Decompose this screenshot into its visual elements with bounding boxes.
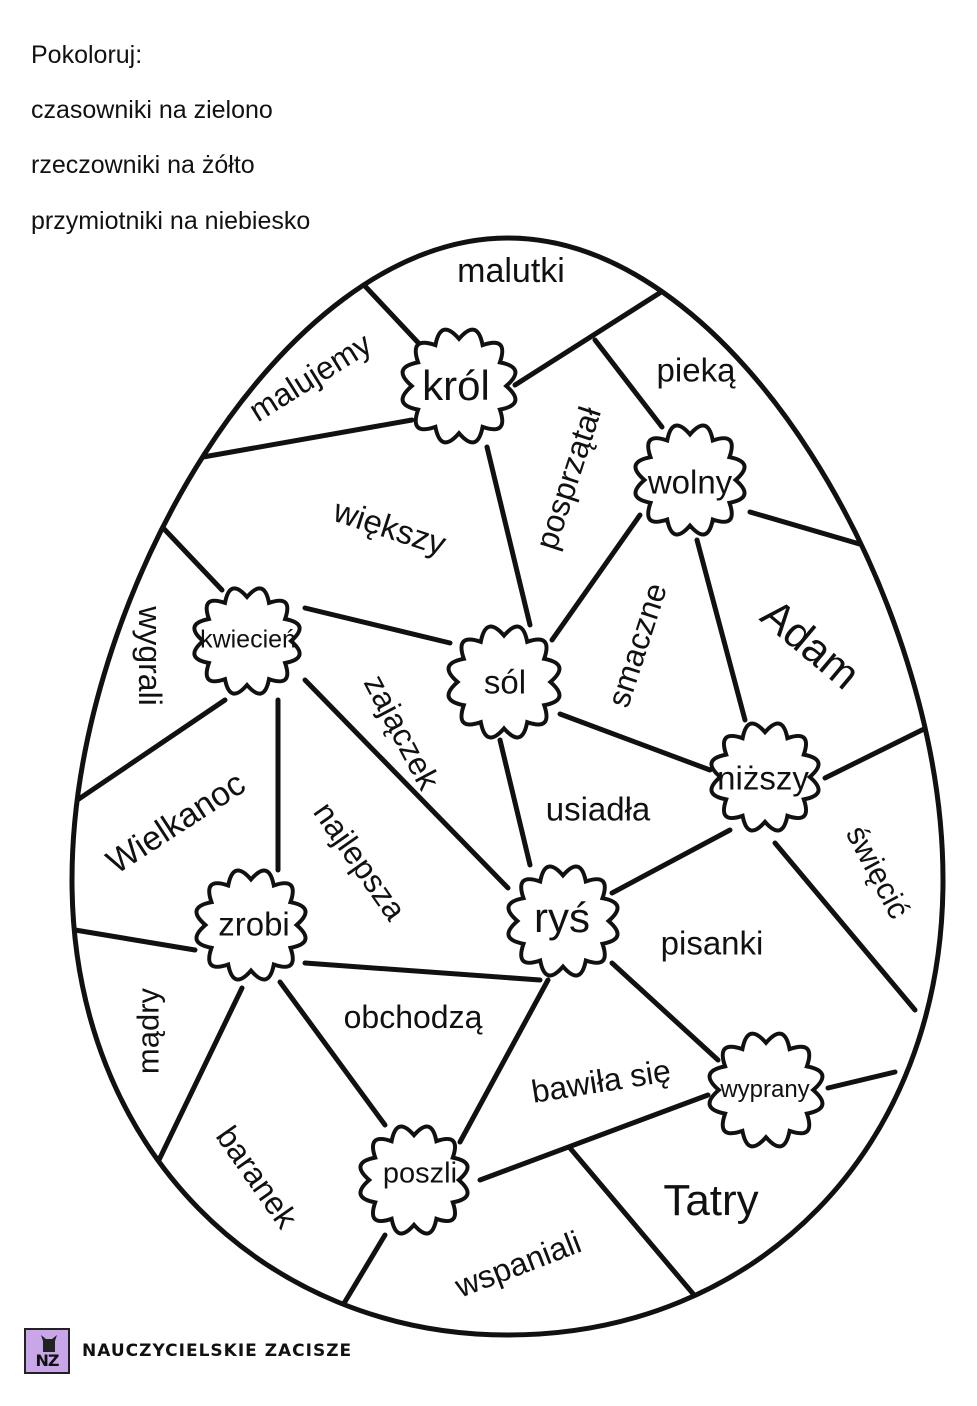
flower-poszli bbox=[358, 1124, 470, 1236]
instruction-adjectives: przymiotniki na niebiesko bbox=[31, 207, 311, 235]
word-tatry: Tatry bbox=[663, 1176, 759, 1225]
instruction-verbs: czasowniki na zielono bbox=[31, 96, 273, 124]
word-sol: sól bbox=[483, 663, 527, 701]
flower-sol bbox=[446, 624, 562, 740]
egg-outline bbox=[69, 235, 946, 1338]
instruction-title: Pokoloruj: bbox=[31, 41, 143, 69]
footer-branding: NZ NAUCZYCIELSKIE ZACISZE bbox=[24, 1327, 352, 1375]
word-nizszy: niższy bbox=[717, 759, 809, 797]
word-wolny: wolny bbox=[647, 463, 733, 501]
word-usiadla: usiadła bbox=[545, 790, 651, 828]
flower-zrobi bbox=[194, 868, 308, 982]
word-pisanki: pisanki bbox=[660, 924, 764, 962]
word-rys: ryś bbox=[534, 894, 590, 941]
word-wyprany: wyprany bbox=[720, 1076, 810, 1103]
flower-kwiecien bbox=[192, 586, 302, 696]
word-krol: król bbox=[422, 362, 490, 409]
flower-rys bbox=[506, 864, 620, 978]
logo: NZ bbox=[24, 1328, 70, 1374]
word-obchodza: obchodzą bbox=[343, 999, 483, 1035]
word-malutki: malutki bbox=[457, 252, 565, 290]
instruction-nouns: rzeczowniki na żółto bbox=[31, 151, 255, 179]
cat-icon bbox=[41, 1335, 57, 1352]
flower-wolny bbox=[633, 423, 747, 537]
word-zrobi: zrobi bbox=[218, 905, 290, 943]
word-poszli: poszli bbox=[382, 1157, 458, 1190]
word-kwiecien: kwiecień bbox=[200, 625, 296, 654]
egg-dividing-lines bbox=[72, 265, 933, 1313]
word-pieka: pieką bbox=[656, 351, 736, 389]
word-madry: mądry bbox=[130, 987, 166, 1075]
logo-text: NZ bbox=[35, 1351, 60, 1370]
brand-name: NAUCZYCIELSKIE ZACISZE bbox=[82, 1341, 353, 1361]
word-wygrali: wygrali bbox=[132, 606, 168, 706]
flower-krol bbox=[400, 327, 518, 445]
flower-shapes bbox=[192, 327, 825, 1236]
flower-wyprany bbox=[707, 1031, 825, 1149]
flower-nizszy bbox=[709, 721, 821, 833]
